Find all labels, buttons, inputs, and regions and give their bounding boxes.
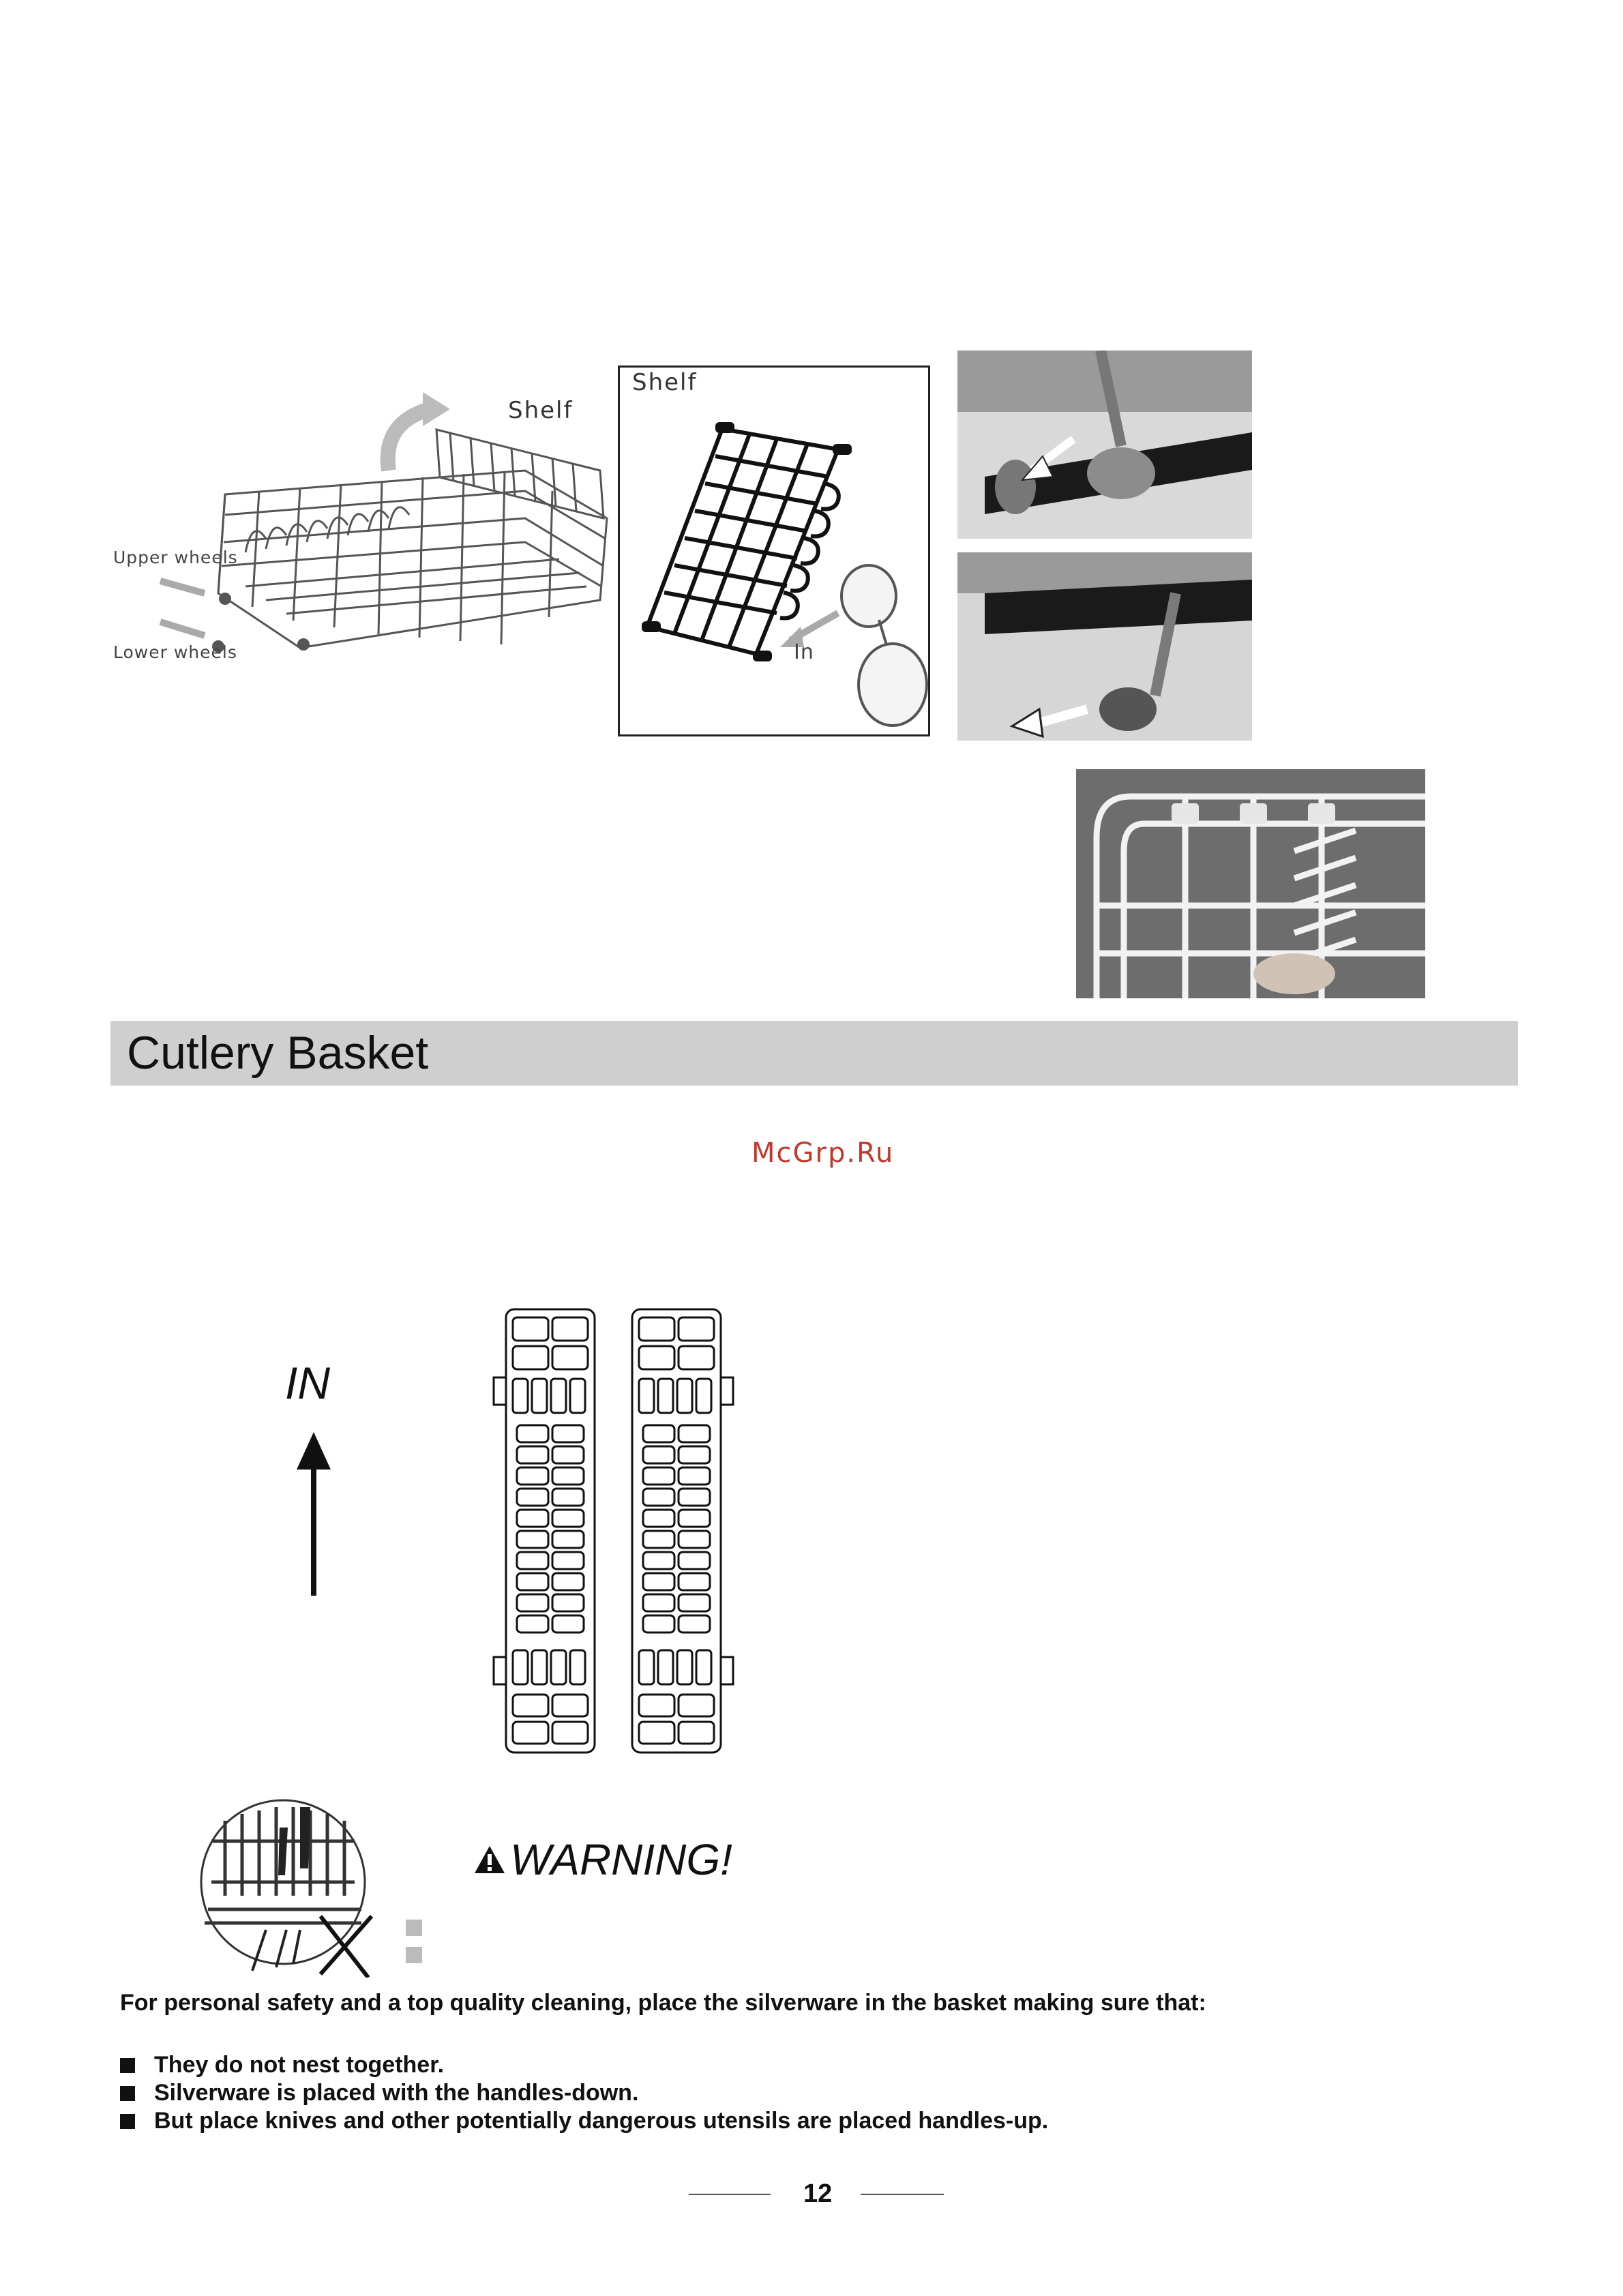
no-nesting-illustration [198, 1793, 457, 1979]
wheel-photo-bottom [957, 552, 1252, 741]
bullet-square-icon [120, 2085, 135, 2101]
shelf-detail-figure: Shelf In [618, 366, 930, 736]
bullet-square-icon [120, 2113, 135, 2129]
upper-wheels-label: Upper wheels [113, 548, 238, 567]
warning-title: WARNING! [510, 1835, 732, 1884]
safety-intro: For personal safety and a top quality cl… [120, 1990, 1206, 2016]
section-title: Cutlery Basket [127, 1027, 429, 1079]
shelf-detail-label: Shelf [632, 369, 698, 396]
cutlery-basket-illustration [492, 1308, 734, 1754]
basket-clips-photo [1076, 769, 1425, 998]
warning-heading: WARNING! [473, 1834, 732, 1885]
warning-triangle-icon [475, 1846, 505, 1873]
lower-wheels-label: Lower wheels [113, 642, 237, 662]
bullet-square-icon [120, 2057, 135, 2073]
cutlery-basket-diagram [486, 1302, 772, 1759]
list-item: But place knives and other potentially d… [120, 2107, 1048, 2135]
up-arrow-icon [293, 1432, 334, 1596]
wheel-photo-top [957, 351, 1252, 539]
list-item: They do not nest together. [120, 2051, 1048, 2079]
in-label: In [794, 640, 814, 664]
direction-label: IN [285, 1358, 330, 1408]
safety-list: They do not nest together. Silverware is… [120, 2051, 1048, 2135]
shelf-label: Shelf [508, 397, 574, 424]
list-item: Silverware is placed with the handles-do… [120, 2079, 1048, 2107]
shelf-illustration [642, 422, 928, 727]
rack-illustration [159, 392, 608, 653]
section-header-bar [110, 1021, 1518, 1086]
page-number: 12 [803, 2179, 833, 2208]
footer-rule-left [689, 2194, 771, 2195]
footer-rule-right [861, 2194, 944, 2195]
rack-diagram: Shelf Upper wheels Lower wheels [109, 382, 627, 689]
watermark-text: McGrp.Ru [751, 1137, 895, 1169]
